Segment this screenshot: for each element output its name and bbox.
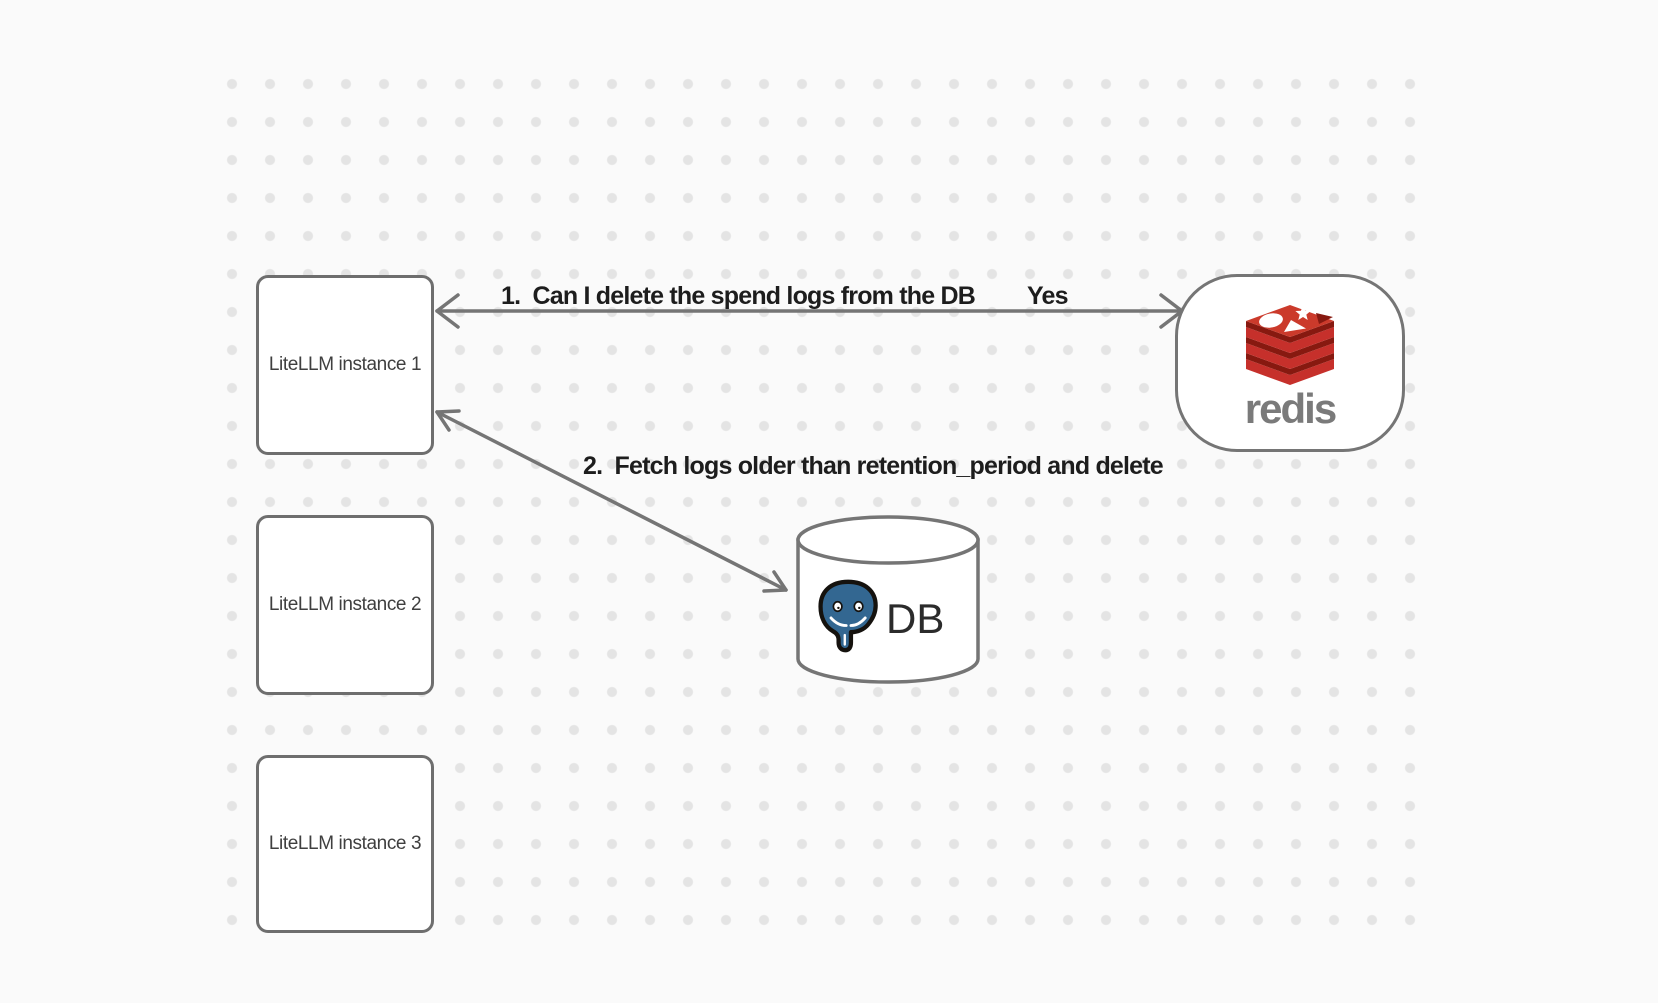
db-node[interactable]: DB bbox=[794, 512, 984, 690]
db-cylinder-top bbox=[796, 515, 980, 565]
litellm-instance-2-node[interactable]: LiteLLM instance 2 bbox=[256, 515, 434, 695]
litellm-instance-1-node[interactable]: LiteLLM instance 1 bbox=[256, 275, 434, 455]
redis-logo-icon bbox=[1246, 305, 1334, 385]
edge2-label: 2. Fetch logs older than retention_perio… bbox=[583, 452, 1164, 480]
redis-wordmark: redis bbox=[1244, 385, 1337, 432]
db-label: DB bbox=[886, 595, 944, 642]
litellm-instance-1-label: LiteLLM instance 1 bbox=[268, 354, 422, 375]
litellm-instance-3-label: LiteLLM instance 3 bbox=[268, 833, 422, 854]
redis-node[interactable]: redis bbox=[1175, 274, 1405, 452]
edge1-label: 1. Can I delete the spend logs from the … bbox=[501, 282, 976, 310]
edge1-response-label: Yes bbox=[1027, 282, 1068, 310]
litellm-instance-3-node[interactable]: LiteLLM instance 3 bbox=[256, 755, 434, 933]
postgresql-elephant-icon bbox=[818, 579, 878, 653]
litellm-instance-2-label: LiteLLM instance 2 bbox=[268, 594, 422, 615]
